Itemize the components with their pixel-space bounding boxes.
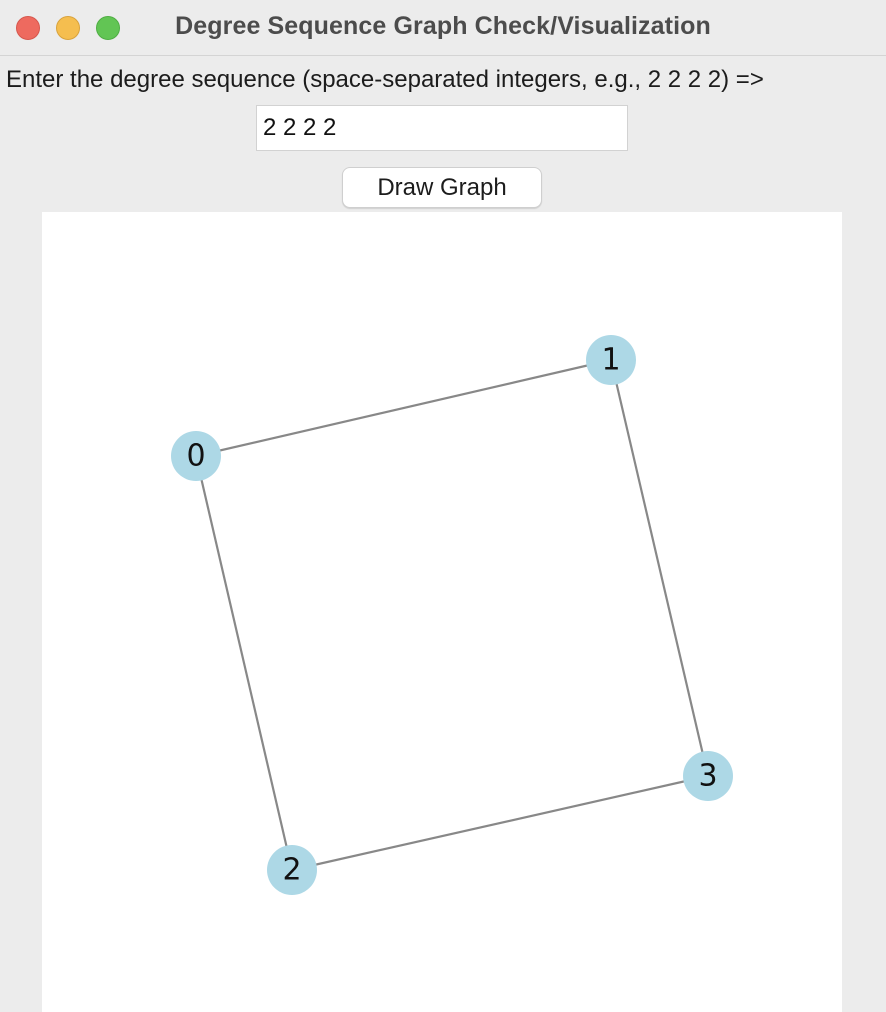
graph-node-label: 1 [601, 343, 620, 378]
graph-node-label: 0 [186, 439, 205, 474]
graph-node-circle [267, 845, 317, 895]
degree-sequence-input[interactable] [256, 105, 628, 151]
edges-layer [194, 358, 710, 872]
graph-edge-1-3 [609, 359, 710, 777]
graph-edge-0-2 [194, 455, 294, 871]
graph-node-3: 3 [683, 751, 733, 801]
degree-sequence-prompt: Enter the degree sequence (space-separat… [6, 66, 764, 93]
nodes-layer: 0 1 2 3 [171, 335, 733, 895]
graph-edge-0-1 [195, 358, 612, 458]
graph-node-0: 0 [171, 431, 221, 481]
graph-node-label: 2 [282, 853, 301, 888]
graph-canvas: 0 1 2 3 [42, 212, 842, 1012]
draw-graph-button[interactable]: Draw Graph [342, 167, 542, 208]
graph-node-circle [586, 335, 636, 385]
minimize-window-button[interactable] [56, 16, 80, 40]
graph-node-1: 1 [586, 335, 636, 385]
window-title-text: Degree Sequence Graph Check/Visualizatio… [175, 12, 711, 40]
graph-plot: 0 1 2 3 [171, 335, 733, 895]
graph-node-label: 3 [698, 759, 717, 794]
close-window-button[interactable] [16, 16, 40, 40]
graph-node-2: 2 [267, 845, 317, 895]
graph-node-circle [683, 751, 733, 801]
title-bar[interactable]: Degree Sequence Graph Check/Visualizatio… [0, 0, 886, 56]
window-title: Degree Sequence Graph Check/Visualizatio… [0, 12, 886, 41]
graph-node-circle [171, 431, 221, 481]
zoom-window-button[interactable] [96, 16, 120, 40]
graph-edge-2-3 [291, 774, 709, 872]
